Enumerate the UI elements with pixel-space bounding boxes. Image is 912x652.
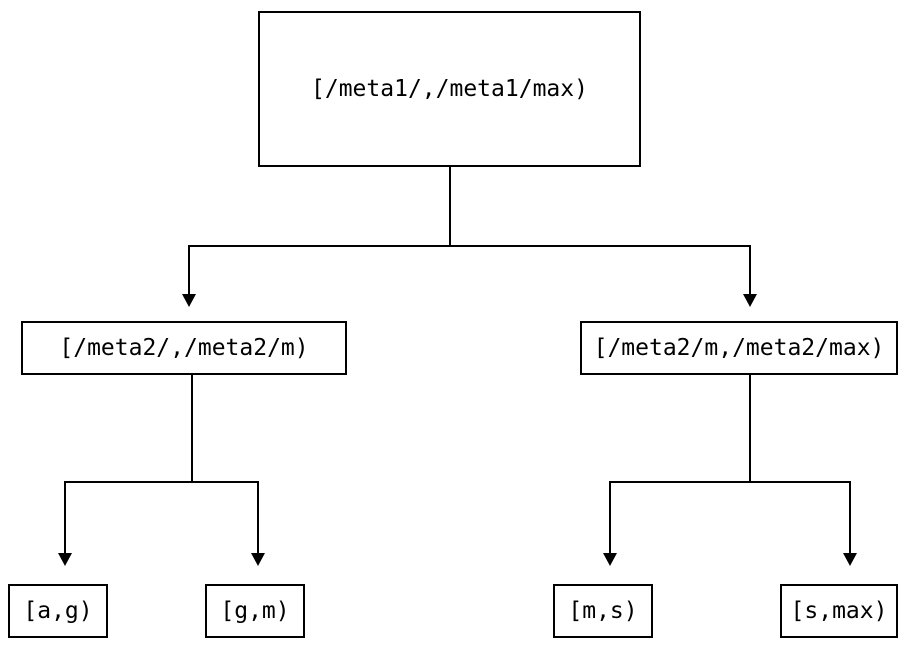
arrowhead-root-to-mid-right xyxy=(743,294,757,307)
tree-node-mid-left-label: [/meta2/,/meta2/m) xyxy=(59,334,309,361)
edge-mid-left-to-leaf-ag-drop xyxy=(64,481,66,554)
tree-node-leaf-ag-label: [a,g) xyxy=(23,597,93,624)
arrowhead-root-to-mid-left xyxy=(182,294,196,307)
tree-node-mid-right[interactable]: [/meta2/m,/meta2/max) xyxy=(580,321,898,375)
tree-node-leaf-smax[interactable]: [s,max) xyxy=(780,584,898,638)
edge-root-to-mid-right-drop xyxy=(749,245,751,295)
tree-node-root-label: [/meta1/,/meta1/max) xyxy=(311,75,588,102)
tree-node-leaf-ag[interactable]: [a,g) xyxy=(8,584,108,638)
edge-mid-left-stem xyxy=(191,375,193,482)
tree-node-leaf-gm[interactable]: [g,m) xyxy=(205,584,305,638)
arrowhead-mid-right-to-leaf-smax xyxy=(843,553,857,566)
edge-mid-left-bus xyxy=(64,481,259,483)
tree-node-mid-right-label: [/meta2/m,/meta2/max) xyxy=(593,334,885,361)
edge-root-to-mid-left-drop xyxy=(188,245,190,295)
tree-node-leaf-ms-label: [m,s) xyxy=(568,597,638,624)
edge-mid-right-stem xyxy=(749,375,751,482)
tree-node-mid-left[interactable]: [/meta2/,/meta2/m) xyxy=(21,321,347,375)
edge-mid-right-to-leaf-ms-drop xyxy=(609,481,611,554)
arrowhead-mid-right-to-leaf-ms xyxy=(603,553,617,566)
edge-root-stem xyxy=(449,167,451,246)
tree-node-root[interactable]: [/meta1/,/meta1/max) xyxy=(258,11,641,167)
edge-mid-right-bus xyxy=(609,481,851,483)
edge-root-bus xyxy=(188,245,751,247)
edge-mid-left-to-leaf-gm-drop xyxy=(257,481,259,554)
arrowhead-mid-left-to-leaf-ag xyxy=(58,553,72,566)
tree-node-leaf-ms[interactable]: [m,s) xyxy=(553,584,653,638)
tree-node-leaf-smax-label: [s,max) xyxy=(790,597,888,624)
arrowhead-mid-left-to-leaf-gm xyxy=(251,553,265,566)
tree-node-leaf-gm-label: [g,m) xyxy=(220,597,290,624)
edge-mid-right-to-leaf-smax-drop xyxy=(849,481,851,554)
